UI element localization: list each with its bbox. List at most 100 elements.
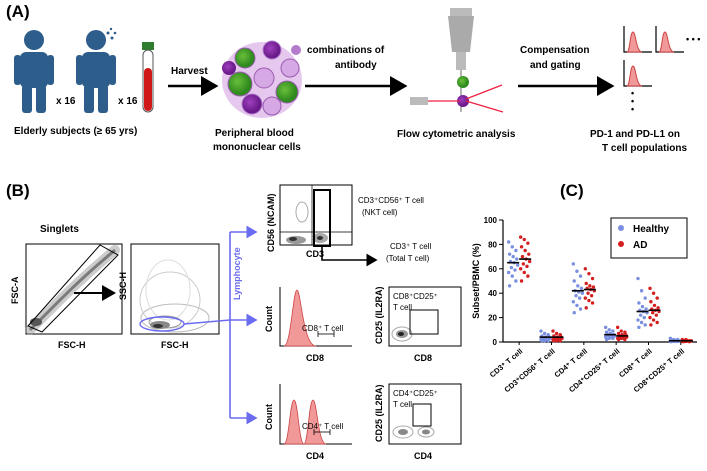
data-point — [523, 248, 527, 253]
cd8-cd25-plot — [388, 286, 462, 347]
data-point — [526, 274, 530, 278]
data-point — [546, 339, 550, 343]
data-point — [583, 267, 588, 271]
data-point — [575, 269, 579, 273]
singlets-label: Singlets — [40, 224, 79, 235]
person-icon — [76, 30, 116, 113]
data-point — [558, 339, 562, 343]
person-icon — [14, 30, 54, 113]
data-point — [514, 279, 518, 283]
data-point — [587, 271, 591, 276]
data-point — [578, 274, 583, 278]
data-point — [514, 248, 518, 253]
data-point — [644, 307, 648, 311]
data-point — [513, 268, 517, 272]
data-point — [643, 296, 647, 300]
svg-text:•: • — [631, 88, 634, 98]
data-point — [649, 300, 653, 304]
data-point — [575, 303, 579, 308]
data-point — [510, 274, 514, 278]
compensation-label-2: and gating — [530, 60, 581, 71]
data-point — [554, 339, 559, 343]
panel-b-label: (B) — [6, 181, 30, 200]
lymphocyte-x-label: FSC-H — [161, 340, 189, 350]
data-point — [526, 241, 530, 245]
data-point — [637, 325, 641, 330]
singlets-plot — [25, 243, 123, 335]
y-axis-label: Subset/PBMC (%) — [471, 243, 481, 319]
cd4-cd25-x-label: CD4 — [414, 451, 432, 461]
data-point — [648, 286, 652, 291]
data-point — [574, 293, 578, 298]
data-point — [540, 339, 544, 343]
data-point — [588, 284, 592, 288]
pbmc-label-1: Peripheral blood — [215, 128, 294, 139]
cd8-hist-y-label: Count — [264, 306, 274, 332]
data-point — [586, 291, 590, 295]
harvest-label: Harvest — [171, 66, 208, 77]
cd3-cd56-plot — [279, 184, 353, 247]
cd4-cd25-y-label: CD25 (IL2RA) — [374, 384, 384, 442]
data-point — [521, 262, 526, 266]
histogram-thumbnail-1 — [623, 26, 652, 53]
data-point — [572, 279, 576, 283]
data-point — [648, 315, 652, 320]
data-point — [639, 313, 643, 317]
data-point — [515, 257, 519, 261]
data-point — [623, 337, 627, 342]
legend-label: AD — [633, 240, 647, 251]
total-t-label-1: CD3⁺ T cell — [390, 242, 431, 251]
antibody-label-2: antibody — [335, 60, 377, 71]
data-point — [636, 318, 640, 322]
pbmc-label-2: mononuclear cells — [213, 142, 301, 153]
data-point — [520, 254, 525, 259]
cd4-cd25-gate-2: T cell — [393, 400, 412, 409]
data-point — [607, 336, 611, 341]
data-point — [619, 336, 623, 341]
svg-text:•: • — [631, 96, 634, 106]
data-point — [515, 263, 520, 267]
total-t-label-2: (Total T cell) — [386, 254, 430, 263]
data-point — [643, 323, 647, 327]
data-point — [510, 245, 514, 249]
data-point — [656, 306, 660, 310]
histogram-thumbnail-2 — [655, 26, 684, 53]
data-point — [616, 337, 621, 342]
data-point — [655, 320, 659, 325]
ellipsis-vertical: • • • — [631, 88, 634, 114]
y-tick-label: 20 — [488, 314, 497, 323]
lymphocyte-y-label: SSC-H — [118, 272, 128, 300]
lymphocyte-label: Lymphocyte — [232, 247, 242, 300]
legend-marker — [618, 225, 624, 231]
data-point — [554, 331, 559, 336]
data-point — [589, 293, 594, 298]
pbmc-cluster-icon — [222, 40, 302, 118]
data-point — [590, 301, 595, 305]
cd4-hist-y-label: Count — [264, 404, 274, 430]
cd4-cd25-plot — [388, 383, 462, 445]
panel-a-label: (A) — [6, 2, 30, 21]
data-point — [507, 252, 512, 256]
data-point — [603, 325, 608, 330]
data-point — [655, 296, 659, 300]
blood-draw-icon — [106, 27, 117, 40]
singlets-x-label: FSC-H — [58, 340, 86, 350]
data-point — [522, 270, 526, 275]
data-point — [651, 311, 655, 315]
nkt-label-2: (NKT cell) — [362, 208, 398, 217]
data-point — [552, 339, 556, 343]
antibody-label-1: combinations of — [307, 45, 385, 56]
data-point — [636, 276, 640, 281]
lymphocyte-gate-connector — [183, 225, 258, 425]
data-point — [640, 304, 645, 309]
count-label-1: x 16 — [56, 96, 76, 107]
data-point — [639, 320, 644, 325]
histogram-thumbnail-3 — [623, 60, 652, 87]
data-point — [511, 254, 515, 259]
data-point — [642, 315, 646, 320]
data-point — [518, 235, 523, 239]
cd8-hist-gate-label: CD8⁺ T cell — [302, 324, 343, 333]
data-point — [542, 339, 547, 343]
cd4-cd25-gate-1: CD4⁺CD25⁺ — [393, 389, 438, 398]
